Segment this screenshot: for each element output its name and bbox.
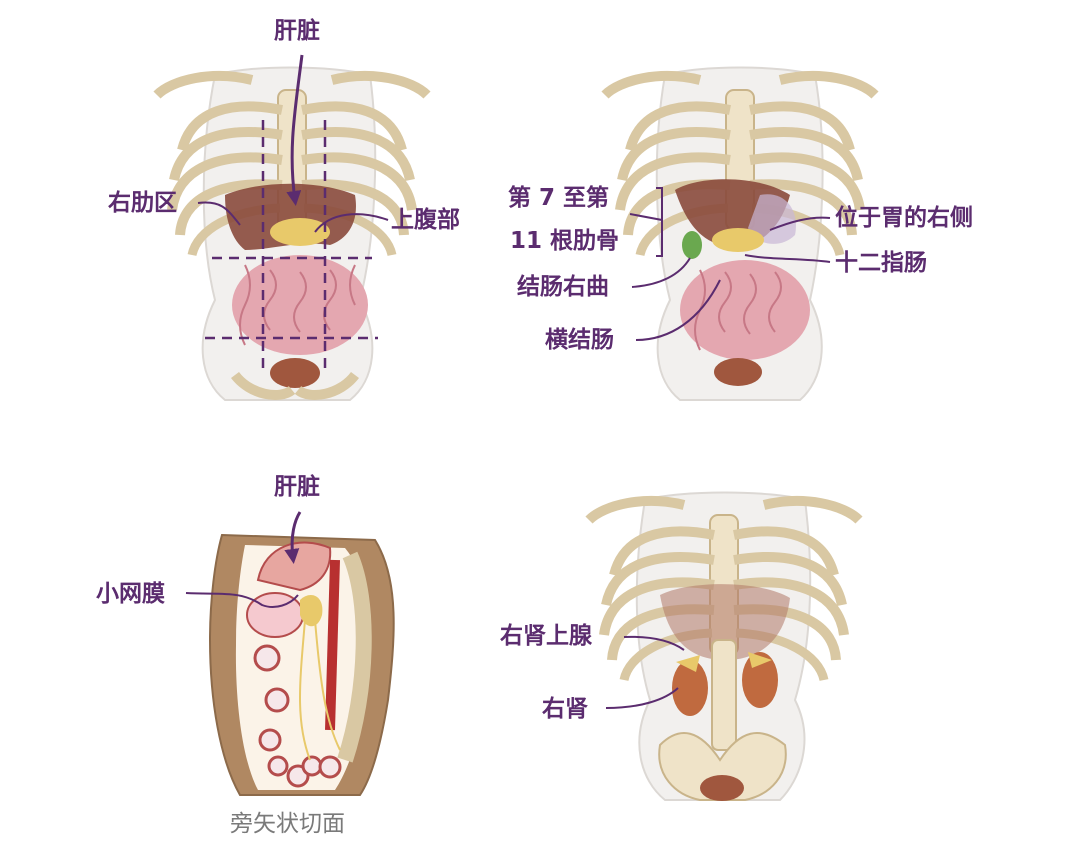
bowel-loops [253,644,342,788]
duodenum-label: 十二指肠 [835,250,927,276]
adrenal-leader [623,635,685,651]
ribs-bracket [656,187,663,257]
sagittal-liver-label: 肝脏 [274,474,320,500]
parasagittal-section [185,511,395,796]
front-liver-label: 肝脏 [274,18,320,44]
ribs-label-line2: 11 根肋骨 [510,228,620,254]
torso-front-liver [157,54,427,401]
right-hypochondriac-leader [197,201,241,226]
section-caption: 旁矢状切面 [230,811,345,837]
sagittal-liver-arrow [284,511,302,564]
right-hypochondriac-label: 右肋区 [108,190,177,216]
transverse-colon-label: 横结肠 [545,327,614,353]
lesser-omentum-leader [185,592,299,608]
hepatic-flexure-leader [631,257,691,288]
stomach-right-label: 位于胃的右侧 [835,205,973,231]
hepatic-flexure-label: 结肠右曲 [517,274,609,300]
duodenum-leader [744,254,831,263]
ribs-label-line1: 第 7 至第 [508,185,610,211]
torso-front-colon [605,66,875,401]
right-adrenal-label: 右肾上腺 [500,623,592,649]
transverse-colon-leader [635,279,721,341]
region-grid-lines [205,120,378,372]
lesser-omentum-label: 小网膜 [96,581,165,607]
stomach-right-leader [769,216,831,231]
epigastric-label: 上腹部 [391,207,460,233]
right-kidney-label: 右肾 [542,696,588,722]
kidney-leader [605,687,679,709]
epigastric-leader [314,213,389,233]
torso-posterior-kidneys [589,491,859,801]
liver-arrow [286,54,304,206]
